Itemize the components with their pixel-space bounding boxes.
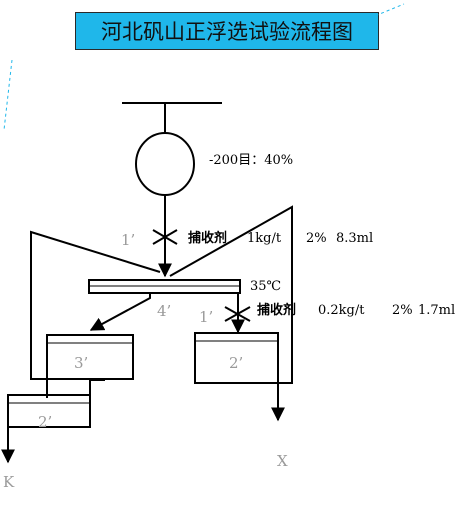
reagent-addition-2-cross — [224, 306, 251, 322]
grinding-mill — [135, 132, 195, 196]
stream-to-left-cell — [89, 293, 151, 331]
stage-2-number: 1’ — [199, 308, 213, 326]
stage-2-conc: 2% — [392, 303, 413, 318]
flotation-cell-right — [194, 332, 279, 384]
stage-2-volume: 1.7ml — [418, 303, 455, 318]
left-recycle-stream — [30, 230, 161, 380]
flotation-cell-left — [46, 334, 134, 380]
grinding-label: -200目：40% — [209, 153, 293, 168]
reagent-addition-1-cross — [152, 229, 178, 245]
dashed-decoration — [369, 3, 405, 19]
stage-1-conc: 2% — [306, 231, 327, 246]
temperature-label: 35℃ — [250, 279, 281, 294]
bottom-cell-return — [89, 379, 105, 395]
stage-1-dose: 1kg/t — [247, 231, 282, 246]
diagram-title: 河北矾山正浮选试验流程图 — [75, 12, 379, 50]
cell-right-label: 2’ — [229, 354, 243, 372]
cell-bottom-label: 2’ — [38, 413, 52, 431]
right-recycle-stream — [169, 205, 293, 384]
cell-left-label: 3’ — [74, 354, 88, 372]
flotation-cell-bottom — [7, 394, 91, 428]
stage-1-number: 1’ — [121, 231, 135, 249]
stage-1-reagent: 捕收剂 — [188, 230, 227, 246]
output-right-label: X — [277, 452, 288, 470]
dashed-decoration-left — [3, 59, 13, 131]
stage-2-dose: 0.2kg/t — [318, 303, 365, 318]
flow-4-label: 4’ — [157, 302, 171, 320]
output-left-label: K — [3, 473, 15, 491]
stage-2-reagent: 捕收剂 — [257, 302, 296, 318]
stage-1-volume: 8.3ml — [336, 231, 373, 246]
